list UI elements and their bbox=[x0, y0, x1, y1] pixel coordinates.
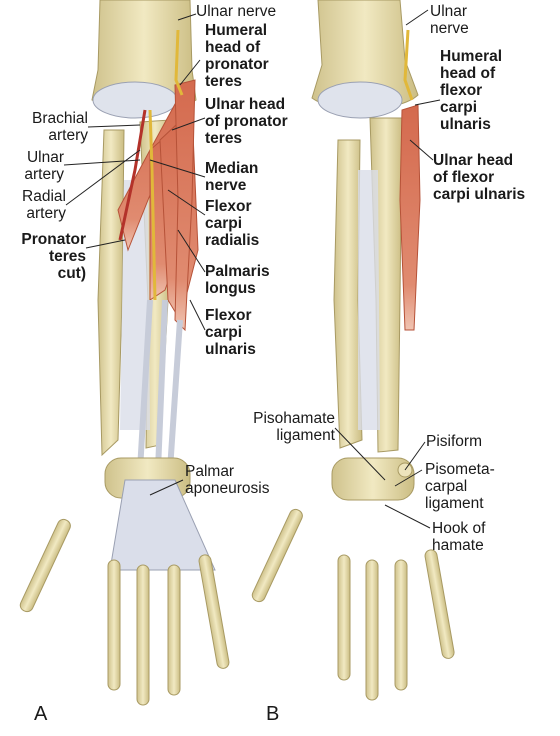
flexor-carpi-ulnaris-b bbox=[399, 104, 421, 331]
carpals-b bbox=[331, 457, 415, 501]
elbow-trochlea-a bbox=[92, 81, 178, 119]
panel-letter-b: B bbox=[266, 703, 280, 725]
label-palmar-aponeurosis: Palmar aponeurosis bbox=[185, 463, 270, 497]
ulnar-nerve-b bbox=[403, 29, 414, 101]
leader-lines bbox=[63, 9, 441, 529]
panel-a-drawing bbox=[19, 0, 230, 706]
label-ulnar-nerve-a: Ulnar nerve bbox=[196, 3, 277, 20]
median-nerve-a bbox=[148, 109, 157, 301]
label-pisiform: Pisiform bbox=[426, 433, 482, 450]
label-ulnar-nerve-b: Ulnar nerve bbox=[430, 3, 469, 37]
label-humeral-head-pronator-teres: Humeral head of pronator teres bbox=[205, 22, 269, 90]
radius-a bbox=[97, 129, 125, 457]
label-pisohamate-ligament: Pisohamate ligament bbox=[253, 410, 335, 444]
tendons-a bbox=[137, 299, 183, 471]
label-palmaris-longus: Palmaris longus bbox=[205, 263, 270, 297]
label-ulnar-head-fcu: Ulnar head of flexor carpi ulnaris bbox=[433, 152, 526, 203]
palmar-aponeurosis-a bbox=[109, 479, 216, 571]
label-flexor-carpi-radialis: Flexor carpi radialis bbox=[205, 198, 260, 249]
label-radial-artery: Radial artery bbox=[22, 188, 66, 222]
label-hook-of-hamate: Hook of hamate bbox=[432, 520, 486, 554]
label-pisometacarpal-ligament: Pisometa- carpal ligament bbox=[425, 461, 495, 512]
radius-b bbox=[333, 139, 363, 449]
brachial-artery-a bbox=[118, 109, 147, 241]
label-flexor-carpi-ulnaris-a: Flexor carpi ulnaris bbox=[205, 307, 256, 358]
elbow-trochlea-b bbox=[317, 81, 403, 119]
label-median-nerve: Median nerve bbox=[205, 160, 259, 194]
label-humeral-head-fcu: Humeral head of flexor carpi ulnaris bbox=[440, 48, 503, 133]
panel-b-drawing bbox=[251, 0, 455, 701]
label-brachial-artery: Brachial artery bbox=[32, 110, 88, 144]
flexor-carpi-ulnaris-a bbox=[174, 79, 196, 332]
panel-letter-a: A bbox=[34, 703, 48, 725]
label-ulnar-artery: Ulnar artery bbox=[24, 149, 64, 183]
label-ulnar-head-pronator-teres: Ulnar head of pronator teres bbox=[205, 96, 288, 147]
interosseous-membrane-b bbox=[358, 170, 380, 430]
label-pronator-teres-cut: Pronator teres cut) bbox=[21, 231, 86, 282]
ulnar-nerve-a bbox=[174, 29, 184, 96]
fingers-a bbox=[19, 518, 230, 706]
fingers-b bbox=[251, 508, 455, 701]
